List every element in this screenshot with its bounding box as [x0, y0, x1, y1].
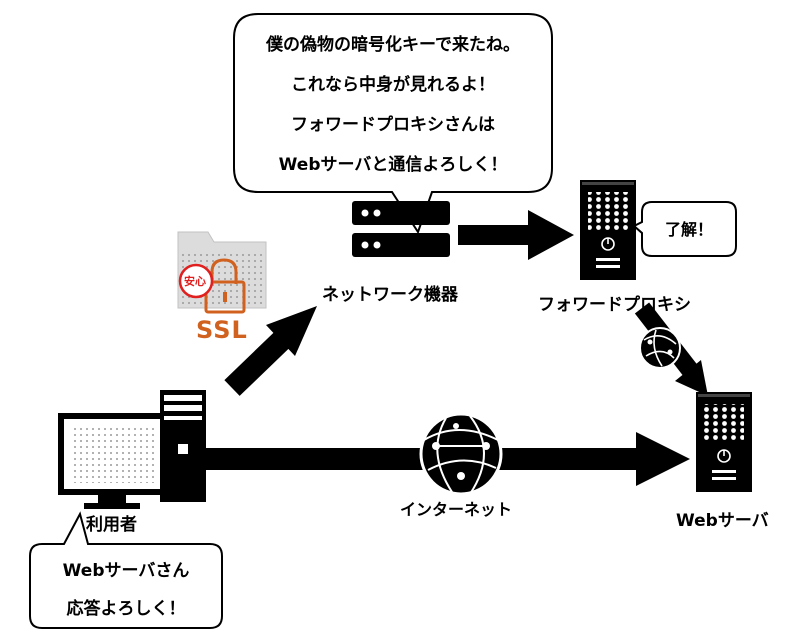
proxy-server-icon [580, 180, 636, 280]
user-speech-line-2: 応答よろしく！ [66, 599, 186, 619]
speech-bubble-user [29, 511, 223, 629]
network-device-label: ネットワーク機器 [322, 285, 458, 305]
user-speech-line-1: Webサーバさん [62, 561, 190, 581]
network-device-speech-line-2: これなら中身が見れるよ！ [291, 75, 495, 95]
ssl-text: SSL [196, 316, 248, 344]
network-device-speech-line-3: フォワードプロキシさんは [291, 115, 495, 135]
internet-label: インターネット [400, 500, 513, 519]
web-server-icon [696, 392, 752, 492]
internet-globe-small-icon [639, 327, 681, 369]
network-device-icon [352, 201, 450, 257]
internet-globe-icon [419, 412, 503, 496]
arrow-network-device-to-proxy [458, 210, 574, 260]
web-server-label: Webサーバ [676, 511, 769, 531]
network-device-speech-line-1: 僕の偽物の暗号化キーで来たね。 [266, 35, 520, 55]
user-monitor-icon [58, 413, 166, 509]
proxy-label: フォワードプロキシ [538, 295, 691, 315]
proxy-speech: 了解！ [664, 220, 713, 239]
user-label: 利用者 [86, 515, 137, 535]
network-device-speech-line-4: Webサーバと通信よろしく！ [278, 155, 508, 175]
anshin-seal-icon [178, 263, 214, 299]
anshin-seal-text: 安心 [184, 275, 206, 288]
user-pc-tower-icon [160, 390, 206, 502]
arrow-user-to-network-device [224, 306, 317, 396]
speech-bubble-proxy [632, 201, 737, 257]
padlock-icon [204, 258, 246, 314]
